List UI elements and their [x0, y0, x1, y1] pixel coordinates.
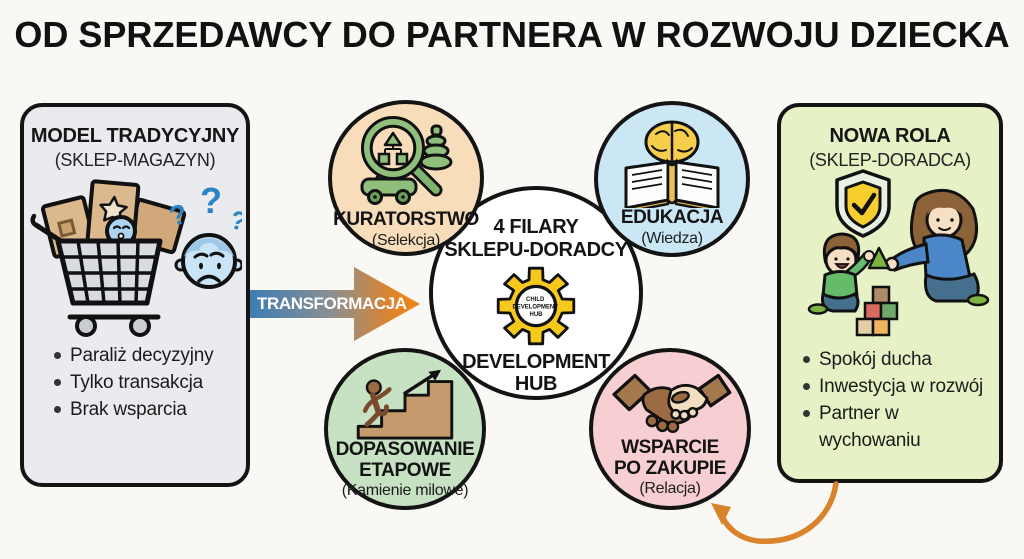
bullet-item: Tylko transakcja [54, 370, 246, 397]
left-panel-subtitle: (SKLEP-MAGAZYN) [54, 150, 216, 170]
pillar-title-line: ETAPOWE [359, 459, 451, 481]
pillar-subtitle: (Relacja) [639, 480, 701, 498]
pillar-title-line: PO ZAKUPIE [613, 457, 727, 479]
pillar-title: EDUKACJA [620, 207, 724, 229]
pillar-title-line: EDUKACJA [620, 207, 724, 228]
pillar-title: KURATORSTWO [333, 209, 479, 231]
pillar-title-line: KURATORSTWO [333, 209, 479, 230]
growth-arrow [403, 369, 442, 395]
overloaded-cart-confused-parent-icon: ? ? ? [30, 179, 242, 337]
traditional-model-panel: MODEL TRADYCYJNY (SKLEP-MAGAZYN) [20, 103, 250, 487]
gear-icon: CHILD DEVELOPMENT HUB [496, 266, 576, 346]
bullet-item: Inwestycja w rozwój [803, 374, 999, 401]
right-panel-subtitle: (SKLEP-DORADCA) [809, 150, 971, 170]
pillar-subtitle: (Selekcja) [371, 231, 441, 249]
transformation-label: TRANSFORMACJA [257, 294, 407, 313]
feedback-loop-arrow [711, 481, 839, 544]
shield-check-icon [835, 169, 891, 238]
stacking-rings [419, 124, 453, 171]
hub-footer-line2: HUB [514, 373, 558, 396]
bullet-item: Brak wsparcia [54, 397, 246, 424]
bullet-item: Spokój ducha [803, 347, 999, 374]
gear-label-line3: HUB [530, 312, 544, 318]
svg-text:?: ? [200, 180, 222, 221]
left-panel-title: MODEL TRADYCYJNY [30, 125, 240, 147]
pillar-subtitle: (Kamienie milowe) [341, 482, 469, 500]
question-marks-icon: ? ? ? [166, 180, 242, 237]
book-brain-icon [624, 120, 720, 208]
right-panel-bullets: Spokój ducha Inwestycja w rozwój Partner… [781, 347, 999, 455]
svg-text:CHILD DEVELOPMENT: CHILD DEVELOPMENT HUB [512, 297, 559, 318]
pillar-wsparcie-po-zakupie: WSPARCIE PO ZAKUPIE (Relacja) [589, 348, 751, 510]
gear-label-line2: DEVELOPMENT [512, 304, 558, 310]
page-title: OD SPRZEDAWCY DO PARTNERA W ROZWOJU DZIE… [14, 14, 1010, 55]
climbing-person [362, 379, 392, 427]
svg-text:?: ? [227, 204, 242, 237]
gear-label-line1: CHILD [526, 297, 545, 303]
stairs-climb-icon [356, 369, 454, 440]
handshake-icon [612, 373, 732, 434]
hub-footer-line1: DEVELOPMENT [462, 351, 610, 373]
shopping-cart [30, 213, 163, 337]
building-blocks [855, 285, 899, 337]
hub-footer: DEVELOPMENT HUB [462, 351, 610, 396]
magnifier-toys-icon [360, 116, 453, 205]
pillar-title-line: DOPASOWANIE [335, 439, 475, 460]
stairs [356, 380, 454, 440]
confused-face-icon [174, 233, 242, 289]
hub-title: 4 FILARY SKLEPU-DORADCY [444, 216, 628, 262]
new-role-panel: NOWA ROLA (SKLEP-DORADCA) [777, 103, 1003, 483]
open-book [624, 157, 720, 208]
pillar-title: WSPARCIE PO ZAKUPIE [613, 437, 727, 479]
bullet-item: Paraliż decyzyjny [54, 343, 246, 370]
pillar-edukacja: EDUKACJA (Wiedza) [594, 101, 750, 257]
pillar-title: DOPASOWANIE ETAPOWE [335, 439, 475, 481]
pillar-title-line: WSPARCIE [621, 437, 719, 458]
pillar-subtitle: (Wiedza) [641, 229, 703, 247]
magnifier [361, 116, 443, 197]
transformation-arrow: TRANSFORMACJA [250, 267, 420, 341]
hub-title-line1: 4 FILARY [493, 216, 579, 238]
shield-family-blocks-icon [807, 169, 990, 337]
brain [644, 120, 700, 164]
parent-figure [867, 188, 990, 307]
right-panel-title: NOWA ROLA [829, 125, 951, 147]
pillar-kuratorstwo: KURATORSTWO (Selekcja) [328, 100, 484, 256]
pillar-dopasowanie-etapowe: DOPASOWANIE ETAPOWE (Kamienie milowe) [324, 348, 486, 510]
hub-title-line2: SKLEPU-DORADCY [444, 239, 628, 261]
child-figure [807, 232, 875, 315]
left-panel-bullets: Paraliż decyzyjny Tylko transakcja Brak … [24, 343, 246, 424]
bullet-item: Partner w wychowaniu [803, 401, 999, 455]
